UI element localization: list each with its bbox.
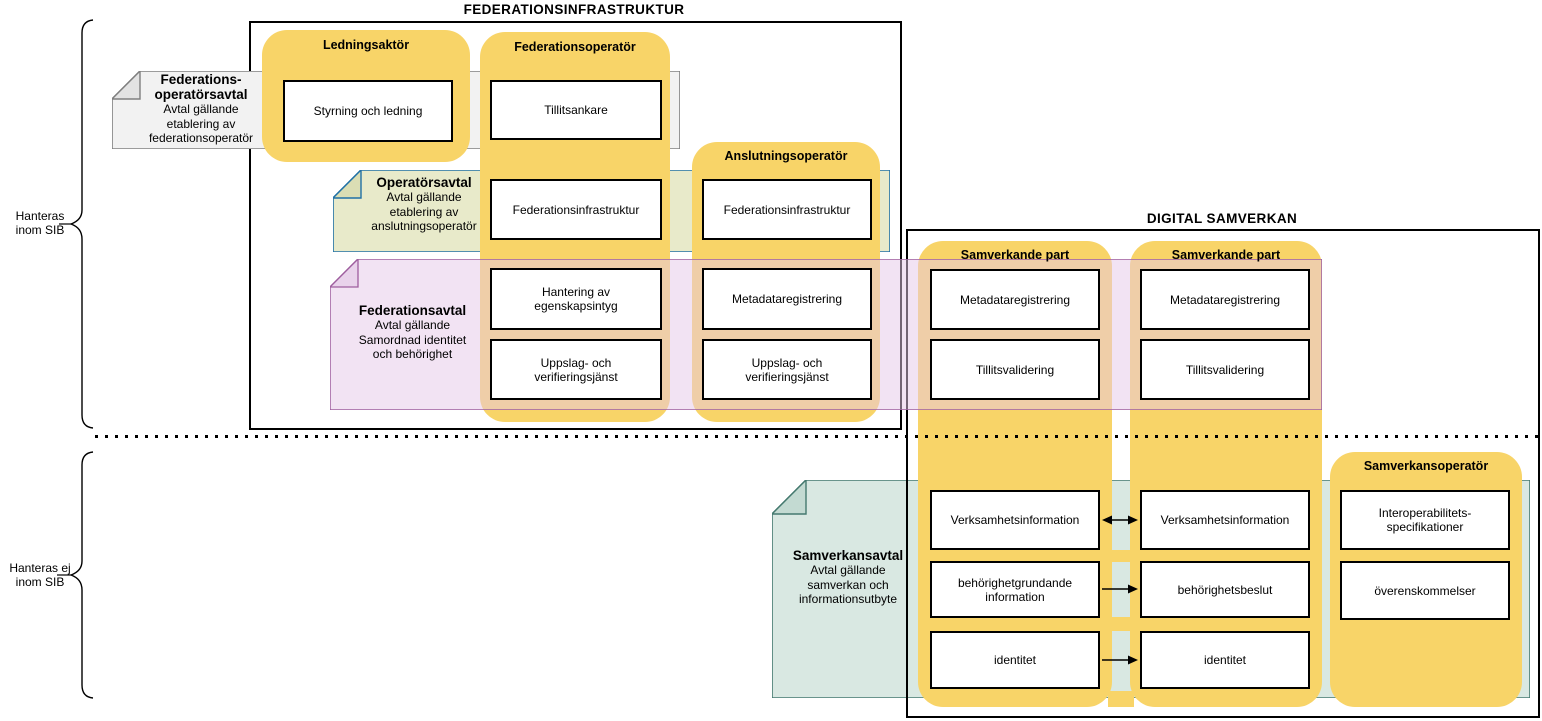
box-metadataregistrering-2: Metadataregistrering [930,269,1100,330]
operatorsavtal-body: Avtal gällande etablering av anslutnings… [371,190,477,233]
actor-samverkande-part-2-label: Samverkande part [1171,248,1281,262]
federationsoperatorsavtal-body: Avtal gällande etablering av federations… [148,102,254,145]
samverkansavtal-title: Samverkansavtal [792,548,904,563]
column-bridge [1108,550,1134,562]
arrow-verksamhetsinformation [1102,515,1138,525]
federationsinfrastruktur-title: FEDERATIONSINFRASTRUKTUR [463,2,685,17]
federationsoperatorsavtal-fold-icon [112,71,141,100]
actor-samverkande-part-1-label: Samverkande part [960,248,1070,262]
box-verksamhetsinformation-2: Verksamhetsinformation [1140,490,1310,550]
box-interoperabilitetsspecifikationer: Interoperabilitets- specifikationer [1340,490,1510,550]
box-uppslag-verifieringsjanst-2: Uppslag- och verifieringsjänst [702,339,872,400]
actor-federationsoperator-label: Federationsoperatör [514,40,636,54]
federationsinfrastruktur-container [249,21,902,430]
box-overenskommelser: överenskommelser [1340,561,1510,620]
braces-layer [57,19,94,699]
box-tillitsvalidering-2: Tillitsvalidering [1140,339,1310,400]
box-identitet-1: identitet [930,631,1100,689]
box-tillitsvalidering-1: Tillitsvalidering [930,339,1100,400]
actor-samverkansoperator-label: Samverkansoperatör [1363,459,1489,473]
box-verksamhetsinformation-1: Verksamhetsinformation [930,490,1100,550]
digital-samverkan-title: DIGITAL SAMVERKAN [1146,211,1298,226]
box-tillitsankare: Tillitsankare [490,80,662,140]
box-behorighetgrundande-information: behörighetgrundande information [930,561,1100,618]
box-federationsinfrastruktur-1: Federationsinfrastruktur [490,179,662,240]
federationsavtal-text: Federationsavtal Avtal gällande Samordna… [330,303,495,362]
box-metadataregistrering-3: Metadataregistrering [1140,269,1310,330]
federationsavtal-title: Federationsavtal [358,303,467,318]
federationsavtal-fold-icon [330,259,359,288]
actor-ledningsaktor-label: Ledningsaktör [322,38,410,52]
samverkansavtal-body: Avtal gällande samverkan och information… [798,563,898,606]
operatorsavtal-text: Operatörsavtal Avtal gällande etablering… [338,175,510,234]
actor-anslutningsoperator-label: Anslutningsoperatör [724,149,848,163]
federationsavtal-body: Avtal gällande Samordnad identitet och b… [358,318,467,361]
box-styrning-och-ledning: Styrning och ledning [283,80,453,142]
digital-samverkan-container [906,229,1540,718]
samverkansavtal-fold-icon [772,480,807,515]
operatorsavtal-fold-icon [333,170,362,199]
box-behorighetsbeslut: behörighetsbeslut [1140,561,1310,618]
label-hanteras-inom-sib: Hanteras inom SIB [15,209,65,237]
column-bridge [1108,617,1134,631]
operatorsavtal-title: Operatörsavtal [376,175,472,190]
federationsoperatorsavtal-title: Federations- operatörsavtal [154,72,248,102]
box-federationsinfrastruktur-2: Federationsinfrastruktur [702,179,872,240]
federationsoperatorsavtal-text: Federations- operatörsavtal Avtal gällan… [115,72,287,146]
arrow-behorighet [1102,584,1138,594]
box-metadataregistrering-1: Metadataregistrering [702,268,872,330]
arrow-identitet [1102,655,1138,665]
label-hanteras-ej-inom-sib: Hanteras ej inom SIB [9,561,71,589]
samverkansavtal-text: Samverkansavtal Avtal gällande samverkan… [768,548,928,607]
box-uppslag-verifieringsjanst-1: Uppslag- och verifieringsjänst [490,339,662,400]
box-identitet-2: identitet [1140,631,1310,689]
box-hantering-av-egenskapsintyg: Hantering av egenskapsintyg [490,268,662,330]
sib-boundary-dotted-line [95,435,1538,438]
column-bridge [1108,691,1134,707]
